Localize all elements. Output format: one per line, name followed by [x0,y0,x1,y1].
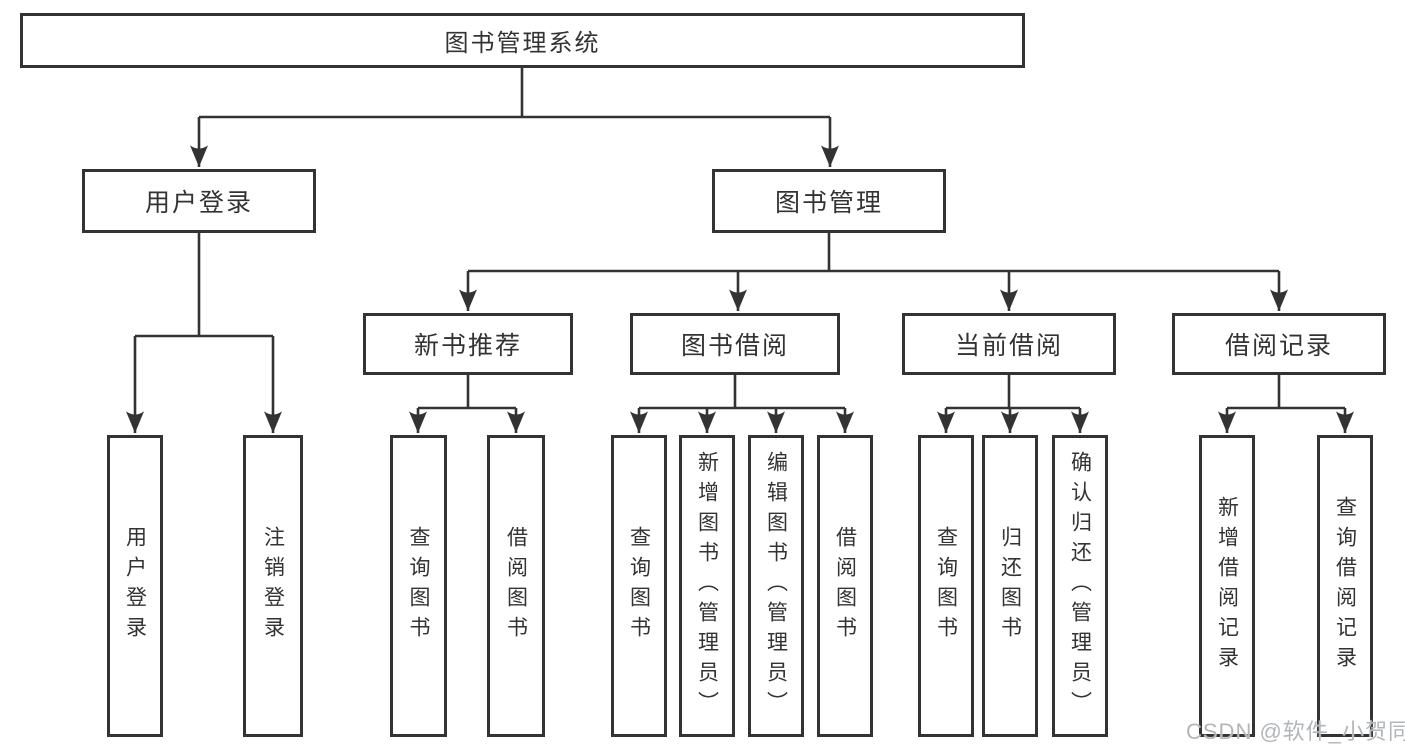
node-library-system: 图书管理系统 [20,13,1025,68]
leaf-logout-label: 注销登录 [261,526,285,646]
node-borrow-records-label: 借阅记录 [1224,332,1333,360]
leaf-add-borrow-record-label: 新增借阅记录 [1215,496,1239,676]
leaf-borrow-books-1-label: 借阅图书 [504,526,528,646]
leaf-add-borrow-record: 新增借阅记录 [1199,435,1255,737]
node-book-borrow: 图书借阅 [630,313,840,375]
leaf-query-books-2-label: 查询图书 [627,526,651,646]
node-new-book-recommend-label: 新书推荐 [413,332,522,360]
leaf-user-login: 用户登录 [107,435,163,737]
leaf-add-books-admin: 新增图书（管理员） [679,435,735,737]
csdn-watermark: CSDN @软件_小贺同学 [1186,719,1405,744]
node-current-borrow-label: 当前借阅 [954,332,1063,360]
leaf-confirm-return-admin-label: 确认归还（管理员） [1068,451,1092,721]
leaf-borrow-books-2: 借阅图书 [817,435,873,737]
node-borrow-records: 借阅记录 [1172,313,1386,375]
node-book-borrow-label: 图书借阅 [680,332,789,360]
leaf-confirm-return-admin: 确认归还（管理员） [1052,435,1108,737]
leaf-logout: 注销登录 [243,435,303,737]
node-library-system-label: 图书管理系统 [444,30,601,57]
leaf-edit-books-admin-label: 编辑图书（管理员） [764,451,788,721]
node-user-login: 用户登录 [82,169,316,233]
leaf-edit-books-admin: 编辑图书（管理员） [748,435,804,737]
leaf-query-books-1: 查询图书 [390,435,447,737]
leaf-query-borrow-record: 查询借阅记录 [1317,435,1373,737]
leaf-query-borrow-record-label: 查询借阅记录 [1333,496,1357,676]
node-book-management: 图书管理 [712,169,946,233]
leaf-query-books-3-label: 查询图书 [934,526,958,646]
leaf-borrow-books-2-label: 借阅图书 [833,526,857,646]
node-user-login-label: 用户登录 [144,189,253,217]
leaf-borrow-books-1: 借阅图书 [487,435,545,737]
leaf-user-login-label: 用户登录 [123,526,147,646]
leaf-add-books-admin-label: 新增图书（管理员） [695,451,719,721]
leaf-query-books-3: 查询图书 [918,435,974,737]
leaf-return-books-label: 归还图书 [998,526,1022,646]
node-book-management-label: 图书管理 [774,189,883,217]
leaf-query-books-2: 查询图书 [611,435,667,737]
node-new-book-recommend: 新书推荐 [363,313,573,375]
leaf-query-books-1-label: 查询图书 [407,526,430,646]
leaf-return-books: 归还图书 [982,435,1038,737]
node-current-borrow: 当前借阅 [902,313,1116,375]
